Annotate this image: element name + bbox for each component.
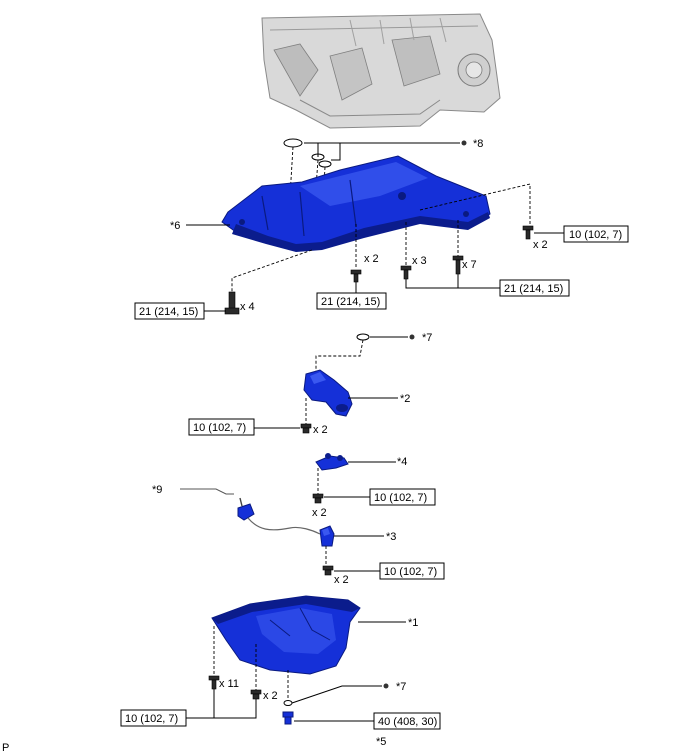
- label-part-5: *5: [376, 736, 386, 748]
- torque-box-mid-right: [499, 279, 570, 297]
- torque-mid-right: 21 (214, 15): [504, 283, 563, 295]
- count-pan-a: x 11: [219, 678, 239, 690]
- engine-block: [261, 13, 501, 129]
- torque-box-left-long: [134, 302, 205, 320]
- count-mid-c: x 7: [462, 259, 477, 271]
- nut-level-sensor: [312, 493, 324, 504]
- count-pan-b: x 2: [263, 690, 278, 702]
- torque-box-mid-center: [316, 292, 387, 310]
- pan-bolt-a: [208, 675, 220, 690]
- torque-mid-center: 21 (214, 15): [321, 296, 380, 308]
- dash-pan-bolts: [213, 626, 289, 700]
- connector-pin: [239, 497, 243, 507]
- torque-sensor-lower: 10 (102, 7): [384, 566, 437, 578]
- harness-connector: [237, 503, 255, 521]
- count-mid-b: x 3: [412, 255, 427, 267]
- torque-drain-plug: 40 (408, 30): [378, 716, 437, 728]
- leader-8: [304, 142, 460, 161]
- label-part-9: *9: [152, 484, 162, 496]
- corner-code: P: [2, 742, 9, 754]
- sensor-bracket: [315, 453, 349, 471]
- label-part-6: *6: [170, 220, 180, 232]
- label-part-2: *2: [400, 393, 410, 405]
- torque-box-sensor-lower: [379, 562, 445, 580]
- count-level-sensor: x 2: [312, 507, 327, 519]
- dash-mid-bolts: [355, 220, 459, 268]
- leader-7-lower: [291, 685, 382, 704]
- label-part-3: *3: [386, 531, 396, 543]
- leader-mid-bc: [405, 274, 500, 289]
- lower-oil-pan: [211, 595, 361, 675]
- dash-strainer: [315, 339, 364, 380]
- oil-strainer: [303, 369, 353, 417]
- label-part-1: *1: [408, 617, 418, 629]
- torque-strainer: 10 (102, 7): [193, 422, 246, 434]
- torque-left-long: 21 (214, 15): [139, 306, 198, 318]
- torque-top-right: 10 (102, 7): [569, 229, 622, 241]
- count-mid-a: x 2: [364, 253, 379, 265]
- count-strainer: x 2: [313, 424, 328, 436]
- leader-9-wire: [180, 488, 234, 495]
- torque-box-level-sensor: [369, 488, 436, 506]
- label-part-4: *4: [397, 456, 407, 468]
- oil-level-sensor: [319, 525, 335, 547]
- gasket-7-lower: [283, 700, 293, 706]
- bolt-mid-a: [350, 269, 362, 283]
- dash-right-bolt: [419, 183, 531, 226]
- sensor-wire: [247, 517, 321, 535]
- torque-level-sensor: 10 (102, 7): [374, 492, 427, 504]
- torque-box-drain-plug: [373, 712, 441, 730]
- nut-sensor-lower: [322, 565, 334, 576]
- marker-dot-7-upper: [409, 334, 415, 340]
- torque-pan-bolts: 10 (102, 7): [125, 713, 178, 725]
- label-part-7-upper: *7: [422, 332, 432, 344]
- long-bolt-left: [224, 291, 240, 315]
- o-ring-7-upper: [356, 333, 370, 341]
- label-part-7-lower: *7: [396, 681, 406, 693]
- marker-dot-8: [461, 140, 467, 146]
- torque-box-top-right: [563, 225, 629, 243]
- marker-dot-7-lower: [383, 683, 389, 689]
- leader-pan-bolts: [186, 689, 257, 719]
- dash-left-bolt: [231, 249, 313, 292]
- label-part-8: *8: [473, 138, 483, 150]
- bolt-mid-b: [400, 265, 412, 280]
- count-sensor-lower: x 2: [334, 574, 349, 586]
- upper-oil-pan: [221, 155, 491, 252]
- count-top-right: x 2: [533, 239, 548, 251]
- nut-strainer: [300, 423, 312, 434]
- torque-box-pan-bolts: [120, 709, 187, 727]
- bolt-top-right: [522, 225, 534, 240]
- count-left-long: x 4: [240, 301, 255, 313]
- pan-nut-b: [250, 689, 262, 700]
- drain-plug: [282, 711, 294, 725]
- torque-box-strainer: [188, 418, 255, 436]
